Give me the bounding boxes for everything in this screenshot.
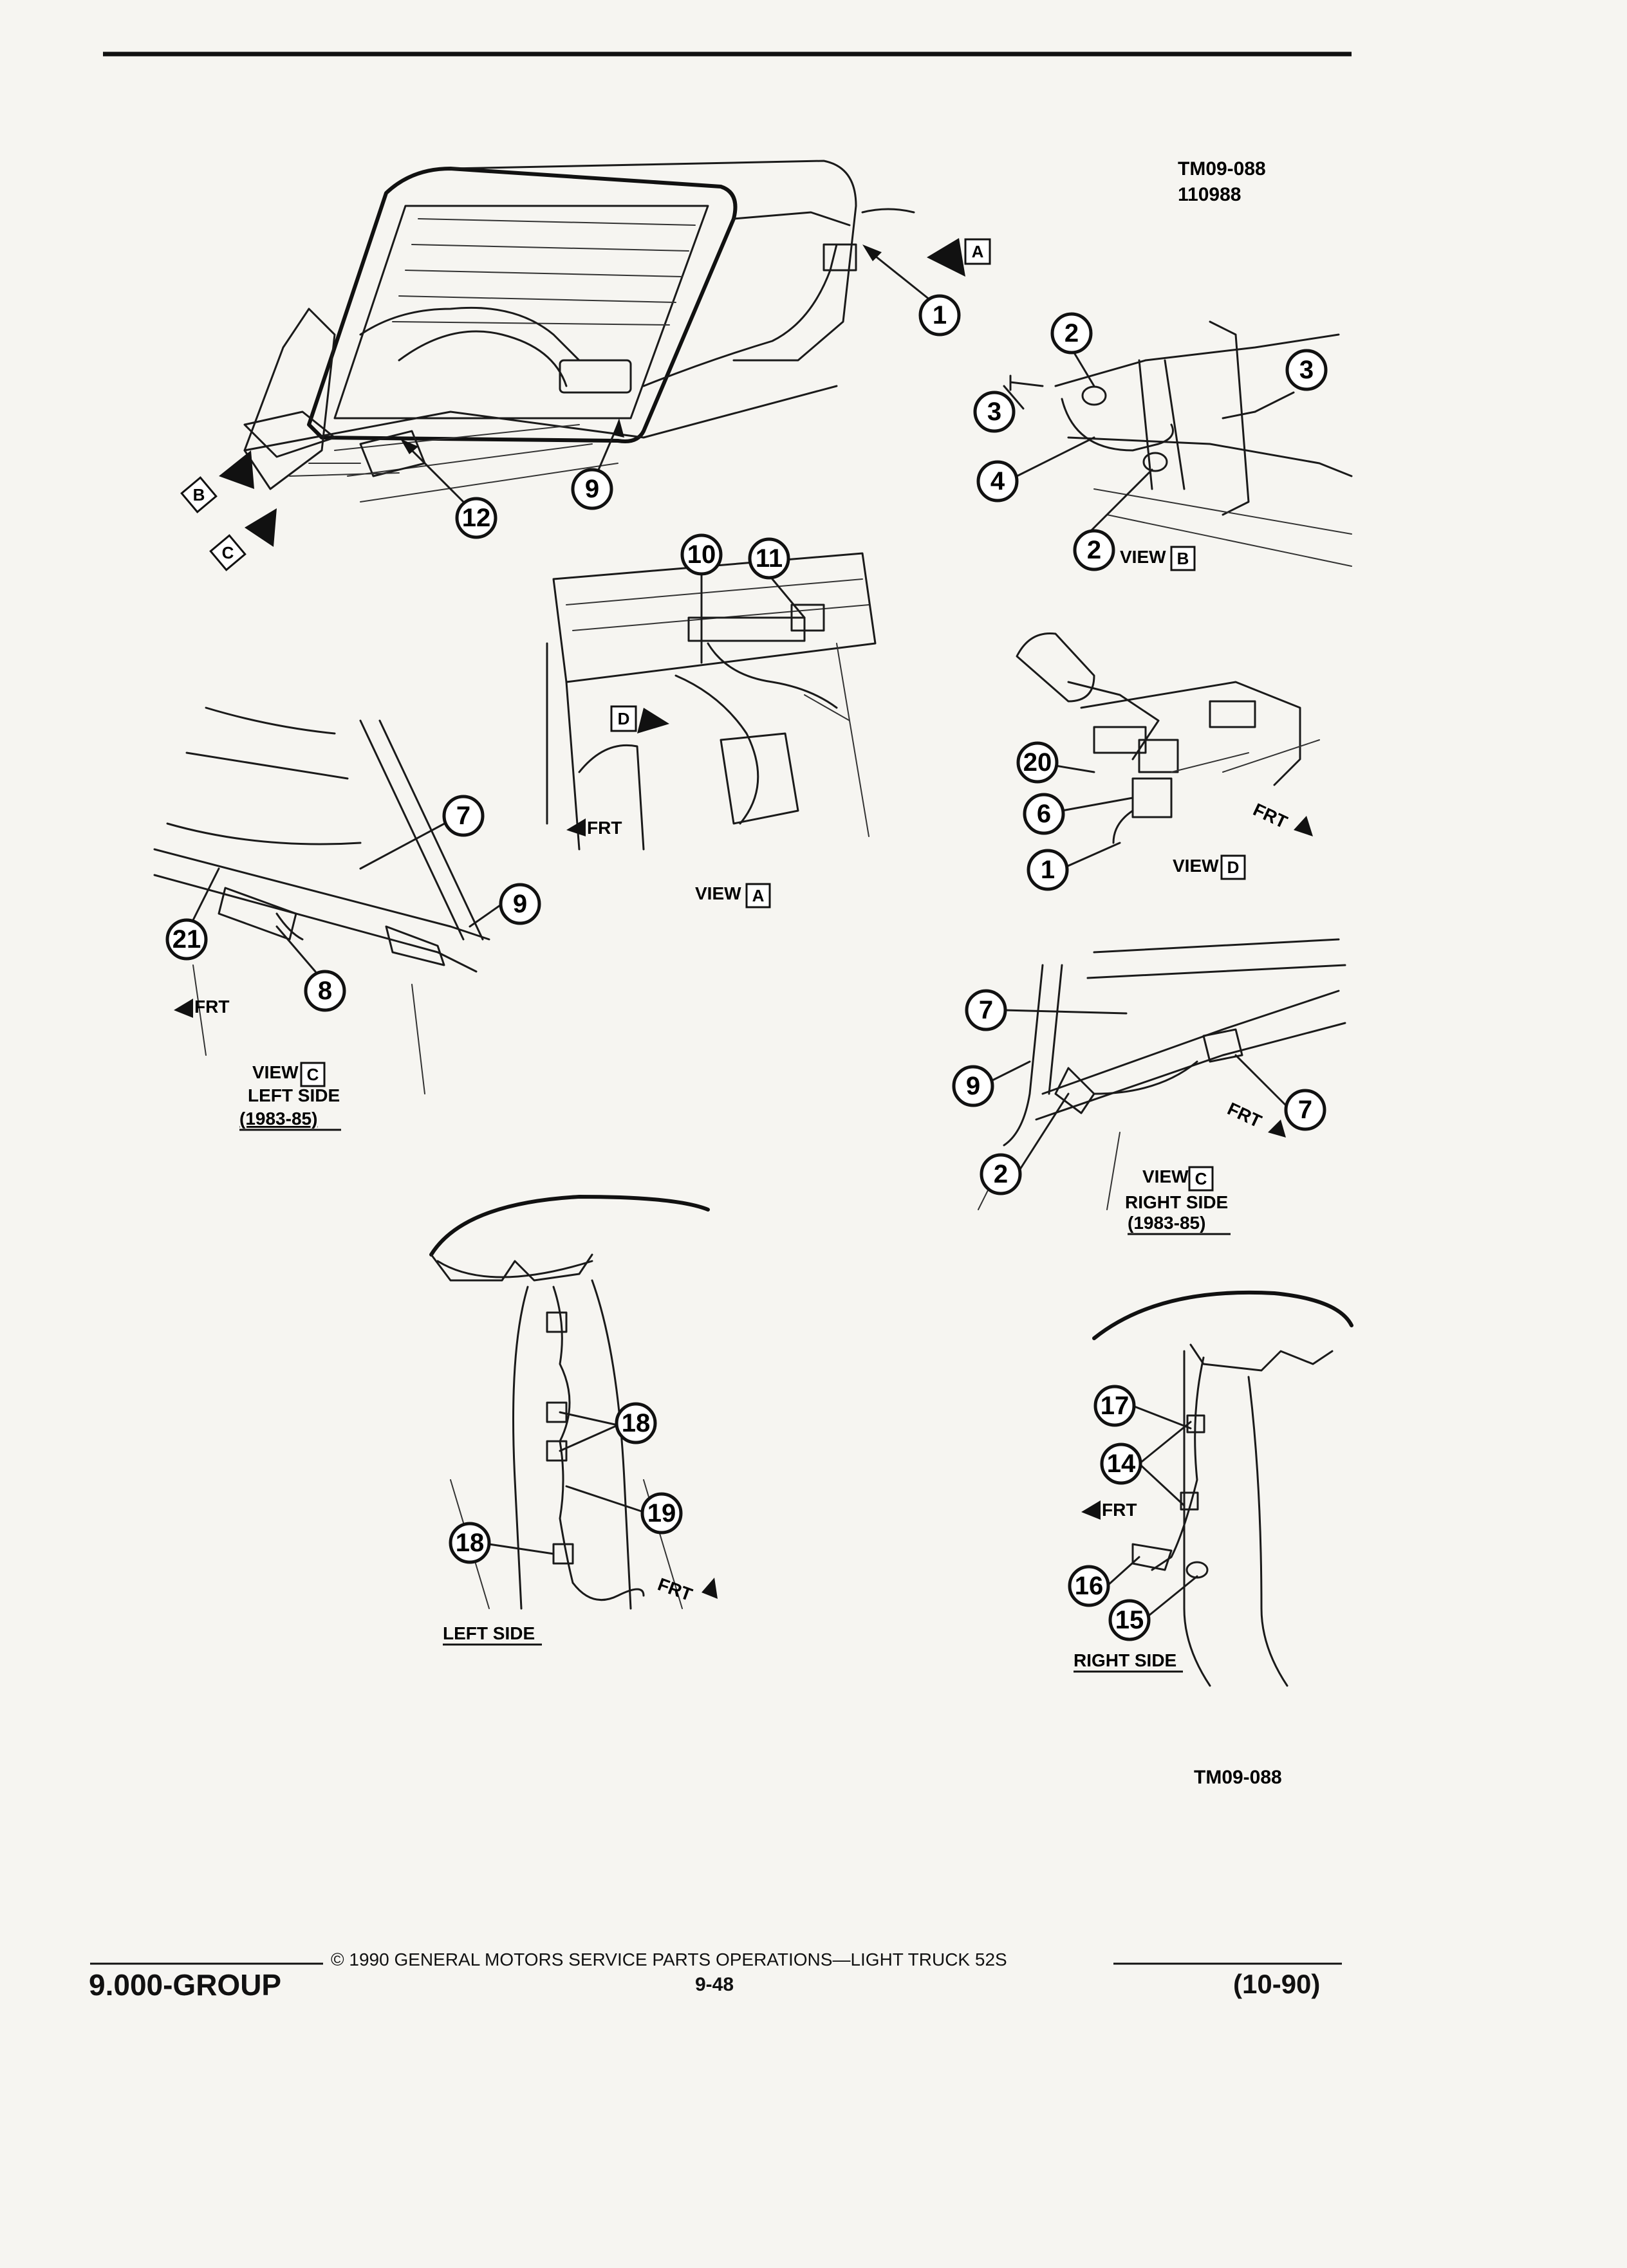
- svg-text:D: D: [1227, 858, 1240, 877]
- svg-text:VIEW: VIEW: [252, 1062, 299, 1082]
- svg-text:A: A: [972, 242, 984, 261]
- svg-text:10: 10: [687, 540, 716, 569]
- callout-2c: 2: [980, 1153, 1022, 1195]
- svg-text:16: 16: [1075, 1572, 1104, 1600]
- svg-text:VIEW: VIEW: [1120, 547, 1166, 567]
- svg-text:B: B: [1177, 549, 1189, 568]
- callout-8: 7: [1284, 1089, 1326, 1131]
- figure-footer-id: TM09-088: [1194, 1767, 1282, 1788]
- figure-id: TM09-088: [1178, 158, 1266, 180]
- left-side-illustration: [429, 1195, 710, 1610]
- callout-1b: 1: [1027, 849, 1069, 891]
- svg-text:FRT: FRT: [1224, 1098, 1264, 1131]
- svg-text:FRT: FRT: [1250, 799, 1290, 832]
- svg-text:19: 19: [647, 1499, 676, 1527]
- svg-text:3: 3: [987, 398, 1001, 426]
- svg-text:(1983-85): (1983-85): [239, 1109, 317, 1129]
- svg-text:9: 9: [513, 890, 527, 918]
- svg-text:2: 2: [1065, 319, 1079, 347]
- svg-text:2: 2: [1087, 536, 1101, 564]
- footer-group: 9.000-GROUP: [89, 1968, 282, 2002]
- callout-3b: 3: [973, 391, 1016, 433]
- svg-text:12: 12: [462, 504, 491, 532]
- callout-2b: 2: [1073, 529, 1115, 571]
- callout-9c: 9: [952, 1065, 994, 1107]
- callout-20: 20: [1016, 741, 1059, 784]
- svg-text:C: C: [307, 1065, 319, 1084]
- figure-code: 110988: [1178, 184, 1241, 205]
- footer-copyright: © 1990 GENERAL MOTORS SERVICE PARTS OPER…: [331, 1950, 1007, 1969]
- view-a-illustration: [546, 552, 877, 851]
- callout-15: 15: [1108, 1599, 1151, 1641]
- right-side-illustration: [1092, 1290, 1353, 1687]
- svg-text:RIGHT SIDE: RIGHT SIDE: [1125, 1192, 1228, 1212]
- svg-text:RIGHT SIDE: RIGHT SIDE: [1074, 1650, 1176, 1670]
- callout-10: 8: [304, 970, 346, 1012]
- callout-12: 10: [680, 533, 723, 576]
- svg-text:1: 1: [1041, 856, 1055, 884]
- svg-text:8: 8: [318, 977, 332, 1005]
- svg-text:7: 7: [1298, 1096, 1312, 1124]
- svg-text:11: 11: [756, 544, 783, 573]
- view-b-illustration: [1009, 320, 1353, 567]
- footer-page-number: 9-48: [695, 1974, 734, 1995]
- svg-text:14: 14: [1107, 1450, 1136, 1478]
- callout-19: 19: [640, 1492, 683, 1535]
- svg-text:17: 17: [1101, 1392, 1130, 1420]
- svg-text:(1983-85): (1983-85): [1128, 1213, 1205, 1233]
- view-c-right-illustration: [978, 938, 1346, 1210]
- svg-text:A: A: [752, 886, 765, 905]
- cab-rear-main-illustration: [243, 160, 915, 502]
- svg-text:1: 1: [933, 301, 947, 329]
- callout-7b: 7: [965, 989, 1007, 1031]
- svg-text:18: 18: [622, 1409, 651, 1437]
- callout-3a: 3: [1285, 349, 1328, 391]
- svg-text:VIEW: VIEW: [695, 883, 741, 903]
- svg-text:VIEW: VIEW: [1173, 856, 1219, 876]
- svg-text:21: 21: [172, 925, 201, 954]
- svg-text:20: 20: [1023, 748, 1052, 777]
- svg-text:B: B: [193, 485, 205, 504]
- svg-text:7: 7: [979, 996, 993, 1024]
- svg-text:D: D: [618, 709, 630, 728]
- callout-2a: 2: [1050, 312, 1093, 355]
- callout-6: 6: [1023, 793, 1065, 835]
- callout-21: 21: [165, 918, 208, 961]
- callout-1a: 1: [918, 294, 961, 337]
- svg-text:C: C: [222, 543, 234, 562]
- callout-17: 17: [1093, 1385, 1136, 1427]
- callout-16: 16: [1068, 1565, 1110, 1607]
- callout-14: 14: [1100, 1443, 1142, 1485]
- svg-text:2: 2: [994, 1160, 1008, 1188]
- callout-9a: 9: [571, 468, 613, 510]
- callout-18a: 18: [615, 1402, 657, 1444]
- svg-text:FRT: FRT: [655, 1574, 695, 1605]
- svg-text:9: 9: [585, 475, 599, 503]
- svg-text:LEFT SIDE: LEFT SIDE: [248, 1085, 340, 1105]
- footer-date: (10-90): [1233, 1969, 1321, 1999]
- svg-text:9: 9: [966, 1072, 980, 1100]
- callout-4: 4: [976, 460, 1019, 502]
- svg-text:6: 6: [1037, 800, 1051, 828]
- callout-13: 11: [748, 537, 790, 580]
- view-d-illustration: [1016, 632, 1320, 844]
- svg-text:FRT: FRT: [1102, 1500, 1137, 1520]
- svg-text:4: 4: [990, 467, 1005, 495]
- callout-18b: 18: [449, 1522, 491, 1564]
- callout-11: 12: [455, 497, 497, 539]
- svg-text:3: 3: [1299, 356, 1314, 384]
- svg-text:LEFT SIDE: LEFT SIDE: [443, 1623, 535, 1643]
- view-c-left-illustration: [153, 706, 490, 1094]
- svg-text:FRT: FRT: [587, 818, 622, 838]
- callout-7a: 7: [442, 795, 485, 837]
- svg-text:15: 15: [1115, 1606, 1144, 1634]
- svg-text:18: 18: [456, 1529, 485, 1557]
- svg-text:7: 7: [456, 802, 470, 830]
- svg-text:FRT: FRT: [194, 997, 229, 1017]
- svg-text:C: C: [1195, 1169, 1207, 1188]
- svg-text:VIEW: VIEW: [1142, 1166, 1189, 1186]
- callout-9b: 9: [499, 883, 541, 925]
